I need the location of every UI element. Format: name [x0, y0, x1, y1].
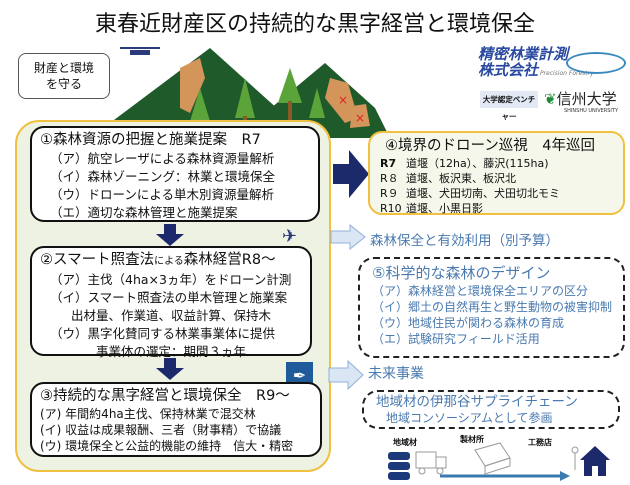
right-arrow-icon	[333, 150, 369, 198]
down-arrow-icon	[156, 358, 184, 380]
company-logo: 精密林業計測 株式会社 Precision Forestry	[478, 45, 594, 79]
plot-patch	[325, 78, 358, 123]
supply-chain-illustration	[388, 442, 610, 481]
cross-mark: ×	[338, 93, 348, 107]
box-forest-design: ⑤科学的な森林のデザイン （ア）森林経営と環境保全エリアの区分 （イ）郷土の自然…	[358, 257, 625, 358]
cross-mark: ×	[355, 111, 365, 125]
light-arrow-icon	[330, 224, 366, 250]
page-title: 東春近財産区の持続的な黒字経営と環境保全	[94, 12, 535, 37]
future-label: 未来事業	[368, 366, 424, 382]
bubble-line1: 財産と環境	[33, 61, 94, 75]
worker-icon	[571, 446, 579, 470]
builder-label: 工務店	[528, 438, 552, 447]
sawmill-icon	[474, 442, 511, 475]
venture-badge: 大学認定ベンチャー	[480, 91, 538, 121]
log-icon	[388, 452, 410, 480]
university-logo: ❦信州大学	[544, 90, 617, 108]
speech-bubble: 財産と環境 を守る	[18, 53, 110, 99]
plot-patch	[350, 104, 370, 128]
tree-icons	[188, 68, 325, 138]
drone-logo-icon	[566, 52, 626, 74]
forest-use-label: 森林保全と有効利用（別予算）	[370, 233, 559, 249]
light-arrow-icon	[328, 360, 364, 390]
sawmill-label: 製材所	[460, 435, 484, 444]
drone-icon	[120, 47, 160, 55]
drone-icon: ✈	[282, 226, 298, 247]
box-smart-survey: ②スマート照査法による森林経営R8～ （ア）主伐（4ha×3ヵ年）をドローン計測…	[30, 246, 312, 359]
logos: 精密林業計測 株式会社 Precision Forestry 大学認定ベンチャー…	[478, 46, 628, 126]
box-sustainable-management: ③持続的な黒字経営と環境保全 R9～ (ア) 年間約4ha主伐、保持林業で混交林…	[30, 382, 322, 457]
box-forest-resources: ①森林資源の把握と施業提案 R7 （ア）航空レーザによる森林資源量解析 （イ）森…	[30, 126, 320, 222]
wood-label: 地域材	[393, 438, 417, 447]
down-arrow-icon	[156, 224, 184, 246]
plot-patch	[180, 58, 205, 113]
house-icon	[580, 446, 610, 476]
truck-icon	[415, 451, 447, 475]
bubble-line2: を守る	[45, 77, 82, 91]
box-supply-chain: 地域材の伊那谷サプライチェーン 地域コンソーシアムとして参画	[362, 390, 620, 429]
mountains-illustration: × ×	[90, 47, 390, 138]
